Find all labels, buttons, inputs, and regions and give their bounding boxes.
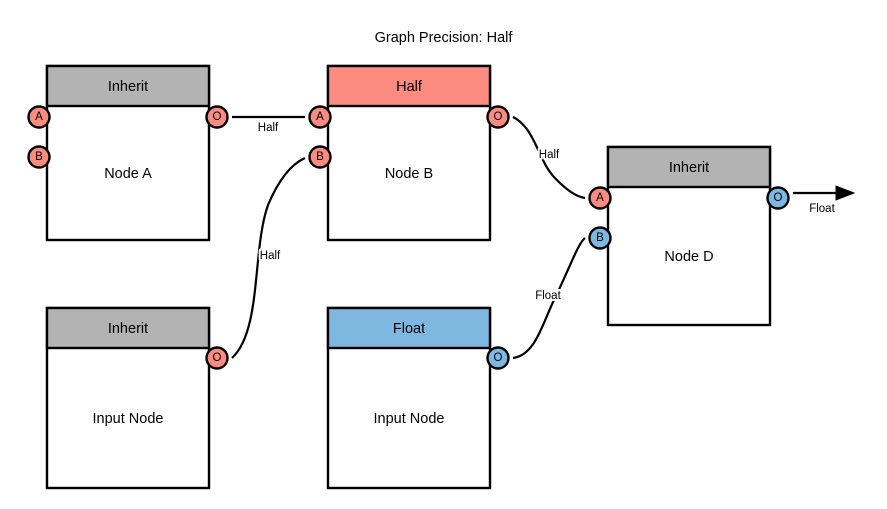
port-label: B [35, 151, 43, 163]
edge-line [231, 156, 306, 359]
node-header-label: Inherit [669, 160, 709, 176]
port-label: A [35, 111, 43, 123]
port-input-a[interactable]: A [27, 105, 51, 129]
edge-line [512, 116, 586, 200]
page-title: Graph Precision: Half [375, 30, 514, 46]
node-body-label: Node A [104, 166, 152, 182]
node-header-label: Inherit [108, 79, 148, 95]
port-label: A [596, 192, 604, 204]
port-circle[interactable] [766, 186, 790, 210]
node-body-label: Node B [385, 166, 433, 182]
edge-line [512, 237, 586, 360]
port-output-o[interactable]: O [205, 346, 229, 370]
edge-label: Float [535, 290, 561, 302]
port-label: A [316, 111, 324, 123]
port-output-o[interactable]: O [486, 105, 510, 129]
port-label: O [774, 192, 783, 204]
port-input-b[interactable]: B [588, 226, 612, 250]
port-input-a[interactable]: A [308, 105, 332, 129]
port-circle[interactable] [486, 105, 510, 129]
port-input-b[interactable]: B [308, 145, 332, 169]
port-label: B [316, 151, 324, 163]
node-header-band[interactable] [45, 64, 211, 108]
port-output-o[interactable]: O [766, 186, 790, 210]
port-label: O [494, 352, 503, 364]
port-circle[interactable] [588, 226, 612, 250]
edge-label-halo: Float [535, 290, 561, 302]
port-output-o[interactable]: O [486, 346, 510, 370]
port-circle[interactable] [205, 346, 229, 370]
port-circle[interactable] [27, 105, 51, 129]
port-circle[interactable] [205, 105, 229, 129]
node-body-label: Input Node [374, 411, 445, 427]
port-input-b[interactable]: B [27, 145, 51, 169]
edge-label: Half [539, 149, 560, 161]
port-label: B [596, 232, 604, 244]
node-header-label: Half [396, 79, 423, 95]
node-header-band[interactable] [606, 145, 772, 189]
port-circle[interactable] [486, 346, 510, 370]
node-header-label: Float [393, 321, 425, 337]
port-input-a[interactable]: A [588, 186, 612, 210]
port-label: O [494, 111, 503, 123]
edge-label: Half [260, 250, 281, 262]
node-header-band[interactable] [45, 306, 211, 350]
port-circle[interactable] [308, 105, 332, 129]
edge-label-halo: Half [260, 250, 281, 262]
node-header-band[interactable] [326, 306, 492, 350]
port-circle[interactable] [27, 145, 51, 169]
port-circle[interactable] [588, 186, 612, 210]
edge-label: Float [809, 203, 835, 215]
edges-layer: HalfHalfHalfHalfHalfHalfFloatFloatFloatF… [231, 115, 856, 360]
port-output-o[interactable]: O [205, 105, 229, 129]
edge-label-halo: Float [809, 203, 835, 215]
port-circle[interactable] [308, 145, 332, 169]
node-header-label: Inherit [108, 321, 148, 337]
edge-label-halo: Half [539, 149, 560, 161]
node-header-band[interactable] [326, 64, 492, 108]
node-body-label: Input Node [93, 411, 164, 427]
edge-label-halo: Half [258, 122, 279, 134]
edge-label: Half [258, 122, 279, 134]
port-label: O [213, 111, 222, 123]
port-label: O [213, 352, 222, 364]
node-body-label: Node D [664, 249, 713, 265]
